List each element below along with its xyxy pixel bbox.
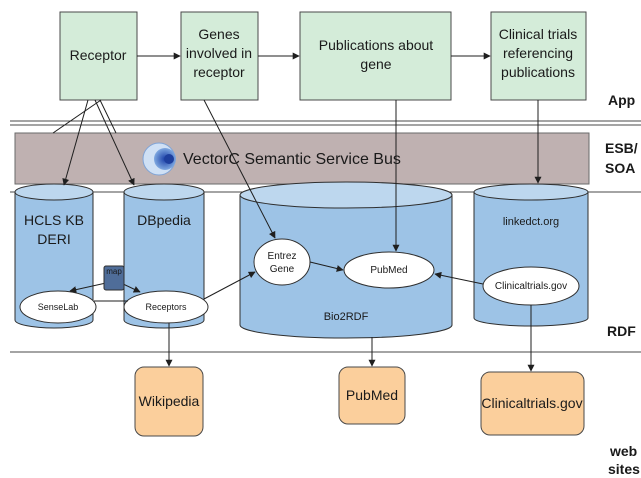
site-clinicaltrials [480, 371, 585, 436]
node-clinicaltrials-rdf-label: Clinicaltrials.gov [495, 281, 567, 292]
node-entrez-line2: Gene [270, 264, 295, 275]
line-receptor-to-bus [99, 99, 117, 134]
node-receptors-label: Receptors [145, 302, 187, 312]
app-box-genes-line1: Genes [198, 26, 239, 42]
app-box-receptor [59, 11, 138, 101]
arrow-clinicaltrials-to-pubmed [434, 271, 484, 285]
store-bio2rdf-label: Bio2RDF [324, 311, 369, 323]
service-bus-band [14, 132, 590, 185]
node-entrez-gene [253, 238, 311, 286]
layer-label-rdf: RDF [607, 323, 636, 339]
site-pubmed-label: PubMed [346, 387, 398, 403]
arrow-receptors-to-entrez [203, 271, 256, 300]
arrow-entrez-to-pubmed [309, 261, 344, 272]
store-linkedct-label: linkedct.org [503, 216, 559, 228]
node-pubmed-rdf [343, 251, 435, 289]
store-dbpedia-label: DBpedia [137, 212, 191, 228]
app-box-clinical-line1: Clinical trials [499, 26, 578, 42]
app-box-genes-line2: involved in [186, 45, 252, 61]
node-receptors [123, 290, 209, 324]
site-wikipedia [134, 366, 204, 437]
app-box-genes [180, 11, 259, 101]
layer-label-web-line2: sites [608, 461, 640, 477]
app-box-publications [299, 11, 452, 101]
app-box-publications-line2: gene [360, 56, 391, 72]
node-senselab [19, 290, 97, 324]
site-wikipedia-label: Wikipedia [139, 393, 200, 409]
app-box-receptor-label: Receptor [70, 47, 127, 63]
layer-label-esb-line1: ESB/ [605, 140, 638, 156]
app-box-genes-line3: receptor [193, 64, 245, 80]
store-hcls-label-line1: HCLS KB [24, 212, 84, 228]
map-box [103, 265, 125, 291]
app-box-clinical-line3: publications [501, 64, 575, 80]
node-senselab-label: SenseLab [38, 302, 79, 312]
layer-label-esb-line2: SOA [605, 160, 635, 176]
map-label: map [106, 267, 122, 276]
arrow-receptor-to-hcls [62, 99, 89, 186]
service-bus-label: VectorC Semantic Service Bus [183, 151, 401, 168]
arrow-map-to-senselab [69, 282, 107, 294]
layer-label-web-line1: web [609, 443, 637, 459]
site-pubmed [338, 366, 406, 425]
site-clinicaltrials-label: Clinicaltrials.gov [481, 395, 582, 411]
vectorc-logo [142, 142, 176, 176]
arrow-receptor-to-dbpedia [94, 99, 135, 186]
layer-label-app: App [608, 92, 635, 108]
line-receptor-across-bus [52, 99, 102, 134]
node-entrez-line1: Entrez [268, 251, 297, 262]
arrow-genes-to-entrez [203, 99, 276, 239]
app-box-publications-line1: Publications about [319, 37, 434, 53]
node-pubmed-rdf-label: PubMed [370, 265, 407, 276]
app-box-clinical-line2: referencing [503, 45, 573, 61]
store-hcls-label-line2: DERI [37, 231, 70, 247]
